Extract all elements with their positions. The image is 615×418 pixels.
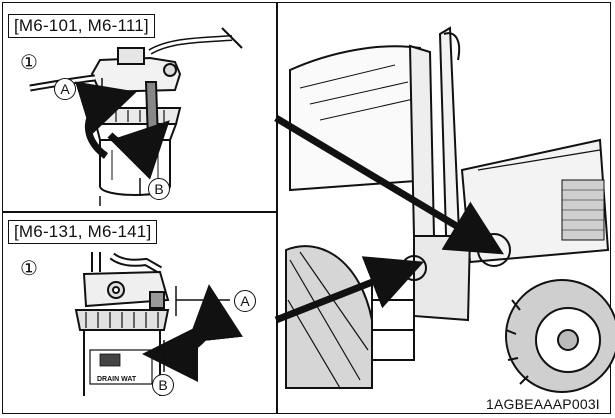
pointer-arrow-top bbox=[274, 114, 505, 255]
model-label-bottom: [M6-131, M6-141] bbox=[8, 220, 158, 244]
item-number-top: ① bbox=[20, 52, 38, 74]
panel-divider-vertical bbox=[276, 2, 278, 414]
filter-label-text: DRAIN WAT bbox=[97, 376, 137, 383]
callout-b-bottom: B bbox=[152, 374, 174, 396]
model-label-top: [M6-101, M6-111] bbox=[8, 14, 155, 38]
pointer-arrow-bottom bbox=[274, 256, 425, 324]
figure-frame bbox=[2, 2, 611, 414]
tractor-drawing bbox=[285, 26, 615, 393]
callout-b-top: B bbox=[148, 178, 170, 200]
figure-code: 1AGBEAAAP003I bbox=[486, 396, 600, 412]
item-number-bottom: ① bbox=[20, 258, 38, 280]
callout-a-top: A bbox=[54, 78, 76, 100]
panel-divider-horizontal bbox=[2, 211, 277, 213]
fuel-filter-bottom-drawing bbox=[74, 252, 243, 396]
callout-a-bottom: A bbox=[234, 290, 256, 312]
fuel-filter-top-drawing bbox=[29, 27, 243, 206]
